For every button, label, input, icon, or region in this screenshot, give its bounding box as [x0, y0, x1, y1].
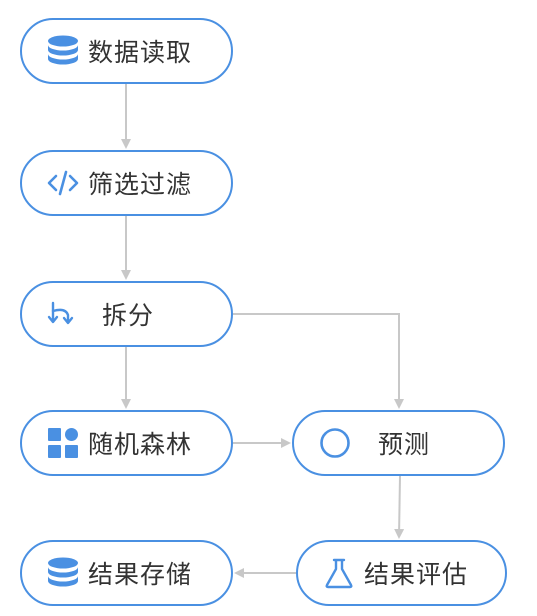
node-random-forest[interactable]: 随机森林: [20, 410, 233, 476]
edge-pred-eval: [394, 475, 405, 539]
node-result-store[interactable]: 结果存储: [20, 540, 233, 606]
edge-split-pred: [233, 313, 404, 409]
node-label: 随机森林: [88, 430, 193, 459]
node-filter[interactable]: 筛选过滤: [20, 150, 233, 216]
node-data-read[interactable]: 数据读取: [20, 18, 233, 84]
node-label: 拆分: [102, 301, 155, 330]
database-icon: [46, 34, 80, 68]
node-result-eval[interactable]: 结果评估: [296, 540, 507, 606]
flask-icon: [322, 556, 356, 590]
node-label: 数据读取: [88, 38, 193, 67]
database-icon: [46, 556, 80, 590]
node-split[interactable]: 拆分: [20, 281, 233, 347]
circle-icon: [318, 426, 352, 460]
node-label: 筛选过滤: [88, 170, 193, 199]
node-label: 预测: [378, 430, 431, 459]
split-arrow-icon: [46, 297, 80, 331]
node-label: 结果评估: [364, 560, 469, 589]
grid-apps-icon: [46, 426, 80, 460]
node-label: 结果存储: [88, 560, 193, 589]
node-predict[interactable]: 预测: [292, 410, 505, 476]
code-icon: [46, 166, 80, 200]
